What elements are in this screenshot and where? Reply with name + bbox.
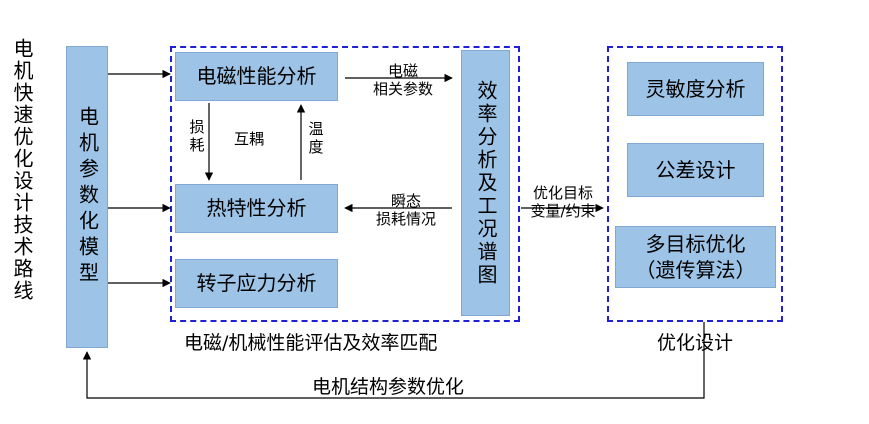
feedback-label: 电机结构参数优化: [312, 376, 465, 398]
efficiency-map-label: 效率分析及工况谱图: [474, 79, 498, 287]
feedback-loop-line: [82, 322, 705, 399]
optimization-design-caption: 优化设计: [657, 332, 734, 354]
coupling-label: 互耦: [234, 130, 265, 148]
optimization-design-group: [607, 46, 783, 322]
sensitivity-analysis-label: 灵敏度分析: [645, 76, 746, 101]
loss-label: 损耗: [189, 118, 205, 154]
em-performance-box: 电磁性能分析: [175, 52, 338, 101]
multi-objective-box: 多目标优化 （遗传算法）: [615, 226, 776, 288]
em-mech-eval-group: [170, 46, 520, 322]
thermal-analysis-label: 热特性分析: [206, 196, 307, 220]
roadmap-title: 电机快速优化设计技术路线: [10, 38, 34, 302]
tolerance-design-label: 公差设计: [655, 157, 736, 182]
em-performance-label: 电磁性能分析: [196, 64, 317, 88]
tolerance-design-box: 公差设计: [627, 143, 764, 197]
efficiency-map-box: 效率分析及工况谱图: [461, 50, 510, 316]
em-params-label: 电磁 相关参数: [372, 62, 433, 98]
parametric-model-box: 电机参数化模型: [66, 46, 108, 348]
parametric-model-label: 电机参数化模型: [75, 106, 100, 288]
thermal-analysis-box: 热特性分析: [175, 184, 338, 233]
rotor-stress-label: 转子应力分析: [196, 271, 317, 295]
transient-loss-label: 瞬态 损耗情况: [375, 192, 436, 228]
optimization-target-label: 优化目标 变量/约束: [530, 184, 596, 220]
sensitivity-analysis-box: 灵敏度分析: [627, 62, 764, 116]
multi-objective-label: 多目标优化 （遗传算法）: [635, 232, 756, 282]
em-mech-eval-caption: 电磁/机械性能评估及效率匹配: [184, 332, 438, 354]
temperature-label: 温度: [308, 120, 324, 156]
rotor-stress-box: 转子应力分析: [175, 259, 338, 308]
